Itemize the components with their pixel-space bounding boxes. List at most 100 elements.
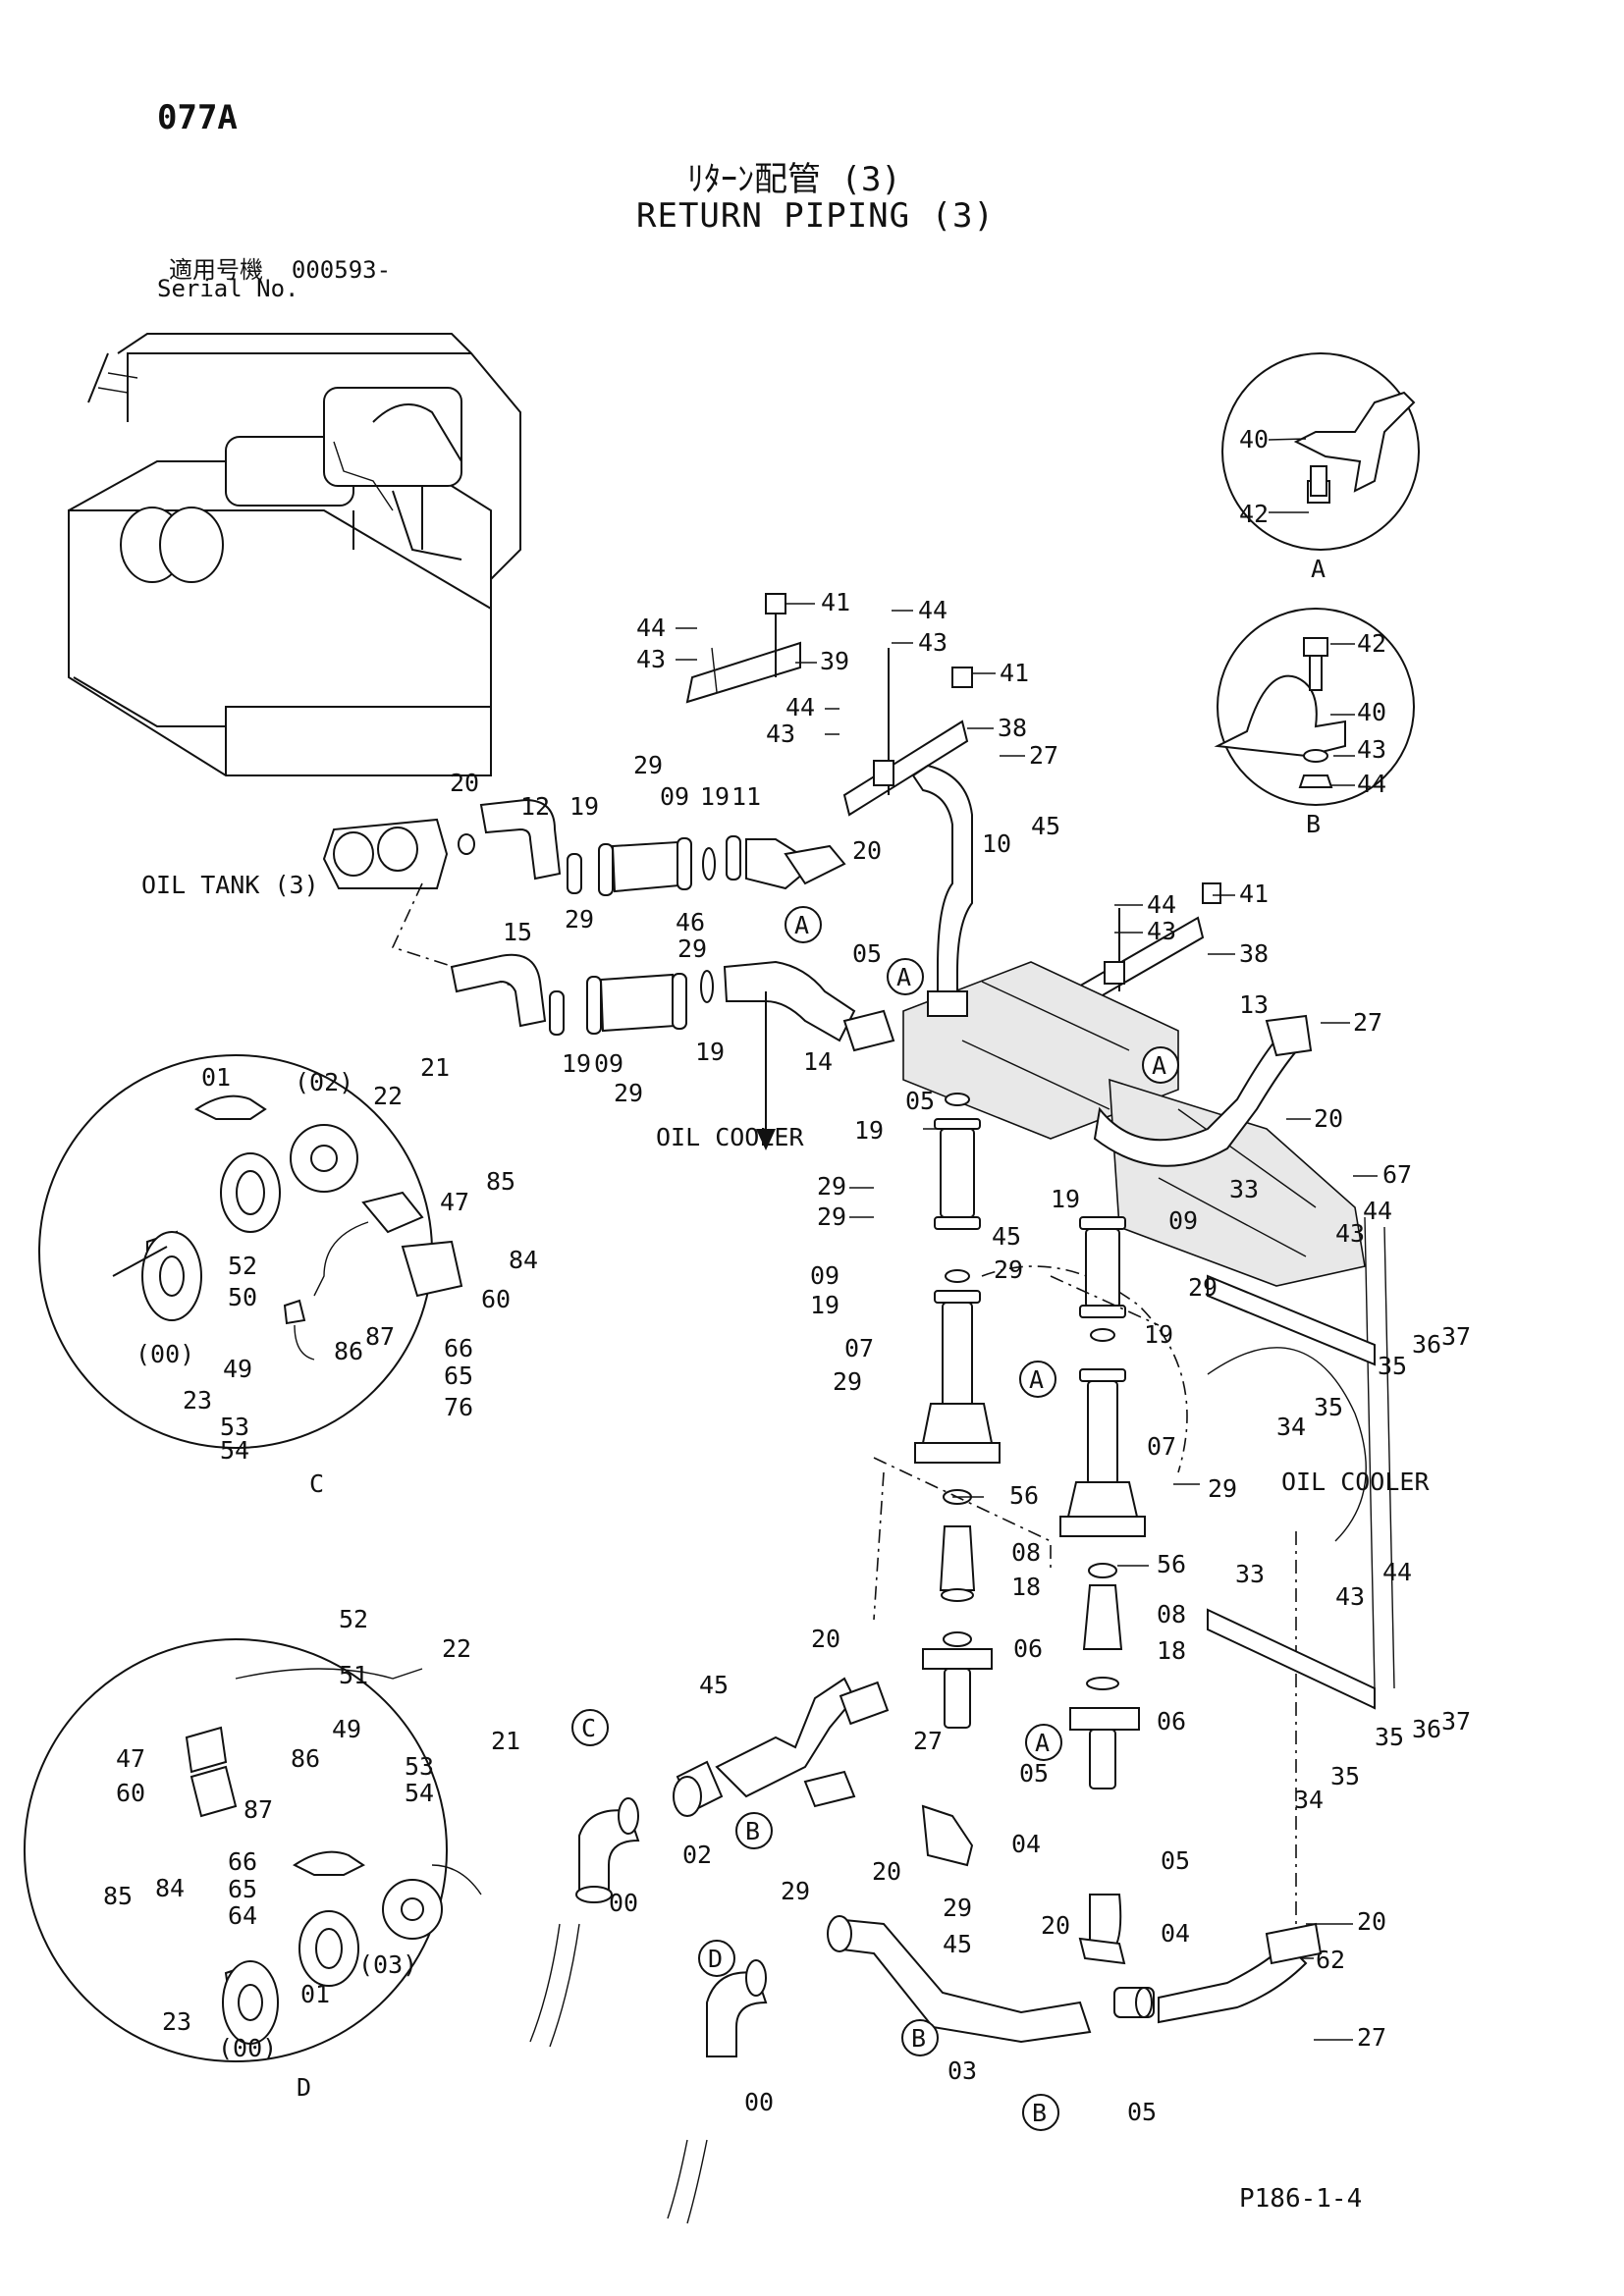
detail-label-c: C: [309, 1469, 324, 1498]
callout-labels: 40 42 42 40 43 44 44 43 41 44 43 39 41 4…: [103, 425, 1471, 2126]
callout-29: 29: [1188, 1273, 1218, 1302]
reference-markers: [571, 906, 1179, 2131]
callout-20: 20: [1357, 1907, 1386, 1936]
callout-02-parenthesized: (02): [295, 1068, 353, 1096]
callout-62: 62: [1316, 1946, 1345, 1974]
oil-tank-flange: [322, 818, 531, 992]
callout-44: 44: [918, 596, 947, 624]
detail-view-d: [24, 1638, 482, 2062]
machine-overview-drawing: [68, 333, 521, 776]
callout-43: 43: [918, 628, 947, 657]
callout-05: 05: [905, 1087, 935, 1115]
callout-53: 53: [405, 1752, 434, 1781]
callout-41: 41: [821, 588, 850, 616]
page-title-japanese: ﾘﾀｰﾝ配管 (3): [687, 160, 901, 199]
callout-41: 41: [1000, 659, 1029, 687]
callout-19: 19: [569, 792, 599, 821]
callout-86: 86: [334, 1337, 363, 1365]
callout-09: 09: [810, 1261, 839, 1290]
callout-47: 47: [440, 1188, 469, 1216]
callout-44: 44: [636, 614, 666, 642]
callout-87: 87: [244, 1795, 273, 1824]
leader-lines: [676, 438, 1378, 2041]
callout-43: 43: [1357, 735, 1386, 764]
callout-37: 37: [1441, 1322, 1471, 1351]
lower-assembly-03: [827, 1915, 1092, 2044]
callout-45: 45: [1031, 812, 1060, 840]
callout-41: 41: [1239, 880, 1269, 908]
callout-29: 29: [833, 1367, 862, 1396]
callout-66: 66: [228, 1847, 257, 1876]
callout-29: 29: [817, 1202, 846, 1231]
callout-20: 20: [852, 836, 882, 865]
callout-35: 35: [1375, 1723, 1404, 1751]
ref-letter-a: A: [1152, 1051, 1166, 1080]
callout-19: 19: [562, 1049, 591, 1078]
pump-housing: [902, 961, 1395, 1689]
callout-42: 42: [1239, 500, 1269, 528]
callout-18: 18: [1011, 1573, 1041, 1601]
callout-22: 22: [442, 1634, 471, 1663]
callout-20: 20: [811, 1625, 840, 1653]
callout-39: 39: [820, 647, 849, 675]
callout-67: 67: [1382, 1160, 1412, 1189]
callout-34: 34: [1294, 1786, 1324, 1814]
callout-13: 13: [1239, 990, 1269, 1019]
oil-cooler-arrow: [756, 1129, 776, 1150]
callout-46: 46: [676, 908, 705, 936]
callout-21: 21: [491, 1727, 520, 1755]
callout-36: 36: [1412, 1330, 1441, 1359]
serial-value: 000593-: [291, 256, 392, 284]
callout-49: 49: [332, 1715, 361, 1743]
callout-44: 44: [1147, 890, 1176, 919]
callout-14: 14: [803, 1047, 833, 1076]
callout-43: 43: [636, 645, 666, 673]
callout-29: 29: [614, 1079, 643, 1107]
callout-47: 47: [116, 1744, 145, 1773]
pipe-13-flange: [1265, 1014, 1313, 1057]
callout-06: 06: [1013, 1634, 1043, 1663]
clamp-05-lower: [1113, 1922, 1323, 2024]
callout-86: 86: [291, 1744, 320, 1773]
callout-21: 21: [420, 1053, 450, 1082]
callout-09: 09: [594, 1049, 623, 1078]
callout-01: 01: [300, 1980, 330, 2008]
callout-44: 44: [1357, 770, 1386, 798]
callout-85: 85: [486, 1167, 515, 1196]
detail-view-b: [1214, 608, 1415, 806]
callout-54: 54: [220, 1436, 249, 1465]
serial-label-japanese: 適用号機: [169, 256, 263, 284]
ref-letter-a: A: [1035, 1729, 1050, 1757]
ref-letter-a: A: [794, 911, 809, 939]
lower-assembly-02: [673, 1677, 890, 1817]
callout-43: 43: [1335, 1582, 1365, 1611]
detail-label-a: A: [1311, 555, 1326, 583]
callout-05: 05: [1161, 1846, 1190, 1875]
callout-40: 40: [1239, 425, 1269, 454]
callout-09: 09: [1168, 1206, 1198, 1235]
callout-27: 27: [1353, 1008, 1382, 1037]
ref-letter-c: C: [581, 1714, 596, 1742]
callout-52: 52: [228, 1252, 257, 1280]
callout-23: 23: [183, 1386, 212, 1415]
callout-33: 33: [1229, 1175, 1259, 1203]
detail-label-b: B: [1306, 810, 1321, 838]
ref-letter-b: B: [911, 2024, 926, 2053]
detail-view-c: [38, 1054, 463, 1449]
callout-44: 44: [785, 693, 815, 721]
callout-45: 45: [992, 1222, 1021, 1251]
callout-35: 35: [1314, 1393, 1343, 1421]
serial-applicability: 適用号機 000593-: [169, 250, 391, 285]
callout-64: 64: [228, 1901, 257, 1930]
callout-38: 38: [998, 714, 1027, 742]
callout-29: 29: [1208, 1474, 1237, 1503]
bracket-33-lower: [1207, 1608, 1376, 1710]
callout-65: 65: [228, 1875, 257, 1903]
callout-19: 19: [1144, 1320, 1173, 1349]
ref-letter-a: A: [1029, 1365, 1044, 1394]
callout-15: 15: [503, 918, 532, 946]
callout-29: 29: [781, 1877, 810, 1905]
callout-52: 52: [339, 1605, 368, 1633]
ref-letter-b: B: [1032, 2099, 1047, 2127]
callout-37: 37: [1441, 1707, 1471, 1735]
